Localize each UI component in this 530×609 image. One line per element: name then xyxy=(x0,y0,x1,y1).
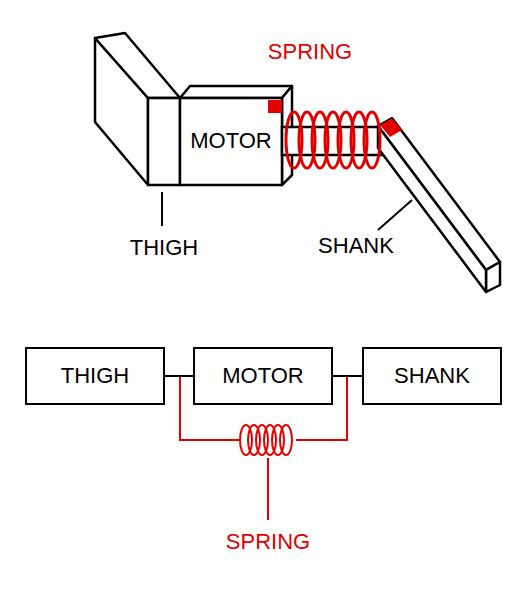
node-text: MOTOR xyxy=(222,364,303,388)
leader-line xyxy=(378,200,412,230)
spring-mount xyxy=(268,100,282,113)
block-box: SHANK xyxy=(362,347,502,405)
node-text: MOTOR xyxy=(190,129,271,153)
node-text: THIGH xyxy=(61,364,129,388)
motor-block xyxy=(180,86,292,185)
thigh-block xyxy=(95,33,180,185)
connector-line xyxy=(165,375,193,377)
spring-mount xyxy=(380,118,402,137)
leader-line xyxy=(161,192,163,226)
motor-face: MOTOR xyxy=(180,98,282,185)
part-label: THIGH xyxy=(130,236,198,260)
block-box: MOTOR xyxy=(193,347,333,405)
part-label: SPRING xyxy=(268,40,352,64)
connector-line xyxy=(333,375,362,377)
spring-coil xyxy=(286,112,380,168)
shank-bar xyxy=(378,118,500,292)
part-label: SHANK xyxy=(318,234,394,258)
block-box: THIGH xyxy=(25,347,165,405)
node-text: SHANK xyxy=(394,364,470,388)
part-label: SPRING xyxy=(226,530,310,554)
